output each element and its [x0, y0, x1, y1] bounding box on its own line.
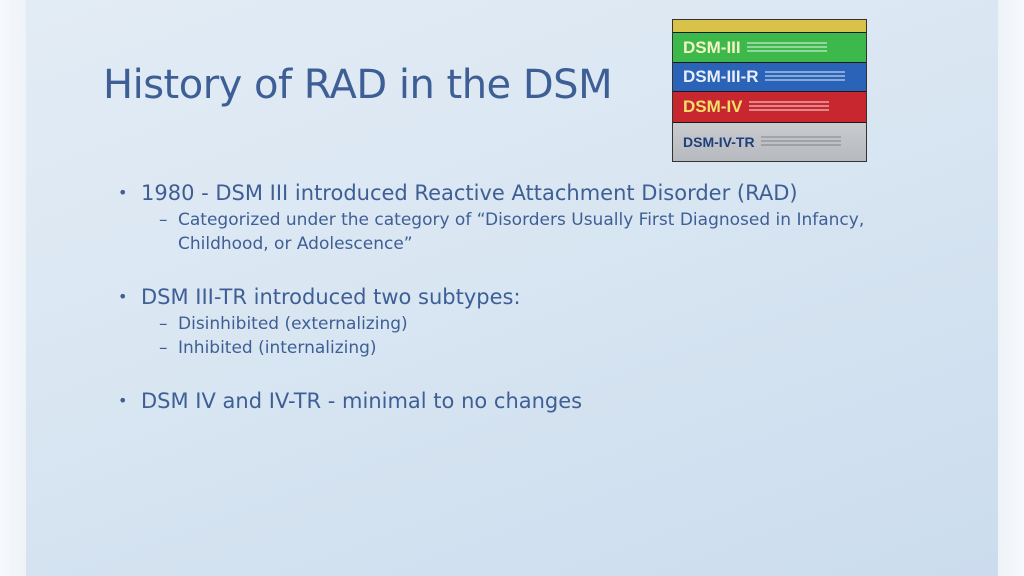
dash-icon: –: [159, 210, 168, 230]
book-spine-top: [673, 20, 866, 32]
slide-title: History of RAD in the DSM: [103, 62, 613, 108]
book-label-dsm-iv: DSM-IV: [683, 97, 743, 116]
slide-frame-left: [0, 0, 26, 576]
book-spine-dsm-iii-r: DSM-III-R: [673, 63, 866, 91]
bullet-item: • DSM III-TR introduced two subtypes:: [118, 282, 958, 312]
book-label-dsm-iii: DSM-III: [683, 37, 741, 57]
book-spine-dsm-iv: DSM-IV: [673, 92, 866, 122]
bullet-dot-icon: •: [118, 287, 128, 306]
sub-bullet-continuation: Childhood, or Adolescence”: [178, 232, 958, 256]
bullet-text: DSM IV and IV-TR - minimal to no changes: [141, 389, 583, 413]
book-label-dsm-iii-r: DSM-III-R: [683, 67, 759, 86]
bullet-item: • 1980 - DSM III introduced Reactive Att…: [118, 178, 958, 208]
book-subtitle-lines: [748, 101, 829, 113]
bullet-text: DSM III-TR introduced two subtypes:: [141, 285, 521, 309]
bullet-text: 1980 - DSM III introduced Reactive Attac…: [141, 181, 798, 205]
book-subtitle-lines: [746, 41, 827, 54]
bullet-item: • DSM IV and IV-TR - minimal to no chang…: [118, 386, 958, 416]
sub-bullet-text: Childhood, or Adolescence”: [178, 234, 413, 254]
sub-bullet-item: – Categorized under the category of “Dis…: [159, 208, 958, 232]
sub-bullet-text: Categorized under the category of “Disor…: [178, 210, 865, 230]
sub-bullet-item: – Disinhibited (externalizing): [159, 312, 958, 336]
slide-content: • 1980 - DSM III introduced Reactive Att…: [118, 178, 958, 416]
spacer: [118, 360, 958, 386]
book-spine-dsm-iii: DSM-III: [673, 33, 866, 62]
bullet-dot-icon: •: [118, 391, 128, 410]
dash-icon: –: [159, 338, 168, 358]
dash-icon: –: [159, 314, 168, 334]
slide-frame-right: [998, 0, 1024, 576]
bullet-dot-icon: •: [118, 183, 128, 202]
spacer: [118, 256, 958, 282]
sub-bullet-item: – Inhibited (internalizing): [159, 336, 958, 360]
book-spine-dsm-iv-tr: DSM-IV-TR: [673, 123, 866, 161]
sub-bullet-text: Inhibited (internalizing): [178, 338, 377, 358]
book-subtitle-lines: [760, 136, 841, 148]
book-label-dsm-iv-tr: DSM-IV-TR: [683, 134, 755, 150]
dsm-books-image: DSM-III DSM-III-R DSM-IV DSM-IV-TR: [672, 19, 867, 162]
book-subtitle-lines: [764, 71, 845, 83]
sub-bullet-text: Disinhibited (externalizing): [178, 314, 408, 334]
